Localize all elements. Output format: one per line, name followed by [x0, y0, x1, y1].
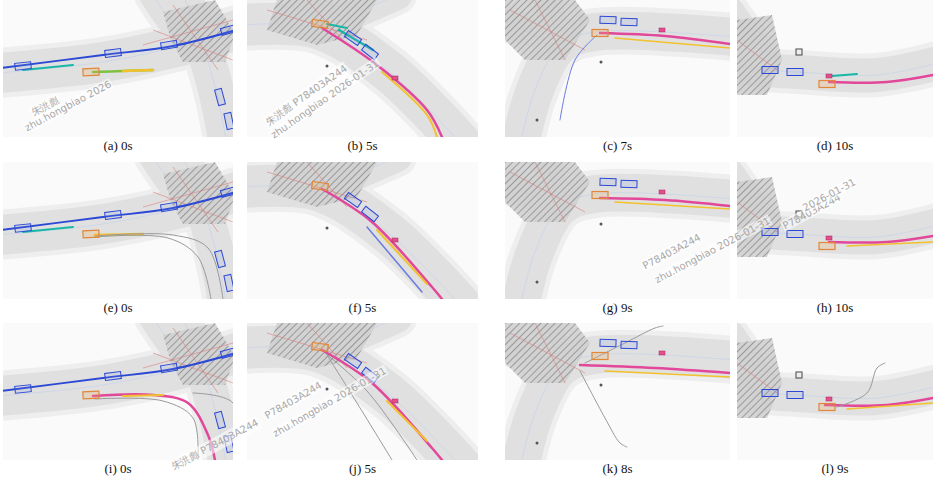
panel-caption: (d) 10s	[737, 138, 933, 154]
panel-caption: (a) 0s	[3, 138, 233, 154]
panel-caption: (i) 0s	[3, 461, 233, 477]
panel-caption: (f) 5s	[247, 300, 478, 316]
panel-caption: (b) 5s	[247, 138, 478, 154]
panel-caption: (h) 10s	[737, 300, 933, 316]
panel-caption: (g) 9s	[505, 300, 730, 316]
scene-panel	[737, 162, 933, 299]
scene-panel	[737, 323, 933, 460]
scene-panel	[505, 162, 730, 299]
scene-panel-frame: (e) 0s	[3, 162, 233, 319]
scene-panel	[3, 162, 233, 299]
scene-panel	[247, 162, 478, 299]
panel-caption: (l) 9s	[737, 461, 933, 477]
scene-panel-frame: (l) 9s	[737, 323, 933, 477]
scene-panel	[505, 323, 730, 460]
panel-caption: (j) 5s	[247, 461, 478, 477]
scene-panel	[247, 0, 478, 137]
scene-panel-frame: (k) 8s	[505, 323, 730, 477]
scene-panel	[737, 0, 933, 137]
scene-panel-frame: (c) 7s	[505, 0, 730, 157]
scene-panel-frame: (f) 5s	[247, 162, 478, 319]
scene-panel	[3, 0, 233, 137]
scene-panel	[247, 323, 478, 460]
scene-panel	[505, 0, 730, 137]
panel-caption: (k) 8s	[505, 461, 730, 477]
panel-caption: (e) 0s	[3, 300, 233, 316]
scene-panel-frame: (d) 10s	[737, 0, 933, 157]
panel-caption: (c) 7s	[505, 138, 730, 154]
scene-panel	[3, 323, 233, 460]
scene-panel-frame: (a) 0s	[3, 0, 233, 157]
